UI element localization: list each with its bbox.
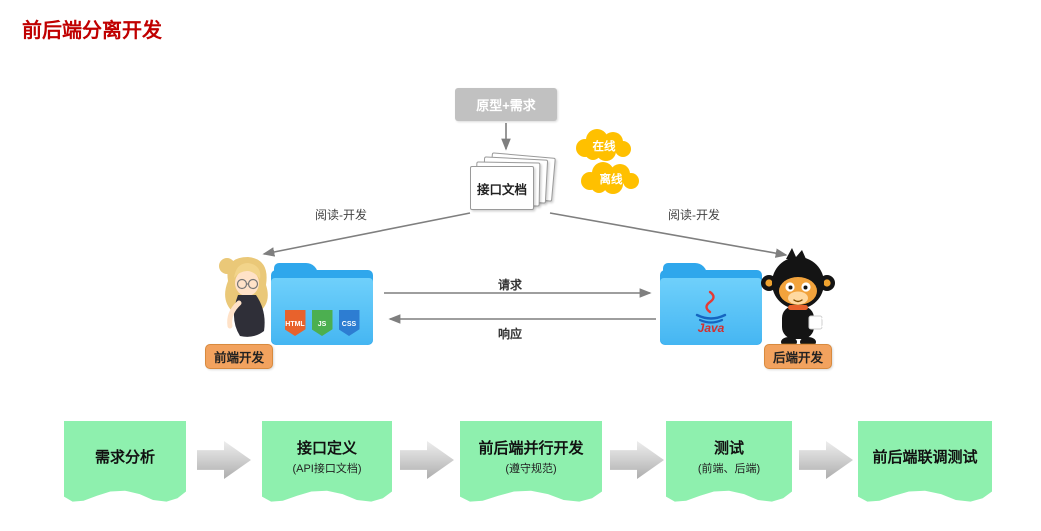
- flow-step-title: 测试: [713, 439, 744, 457]
- flow-step-subtitle: (前端、后端): [697, 462, 761, 475]
- backend-dev-badge: 后端开发: [764, 344, 832, 369]
- prototype-requirements-box: 原型+需求: [455, 88, 557, 121]
- flow-step-parallel-dev: 前后端并行开发 (遵守规范): [460, 421, 602, 502]
- cloud-offline-label: 离线: [600, 172, 623, 186]
- page-title: 前后端分离开发: [22, 20, 162, 42]
- flow-step-subtitle: (API接口文档): [292, 462, 362, 475]
- read-dev-right-label: 阅读-开发: [668, 208, 720, 222]
- request-label: 请求: [497, 278, 522, 292]
- folder-front: HTML JS CSS: [271, 278, 373, 345]
- response-label: 响应: [497, 327, 522, 341]
- flow-step-requirements: 需求分析: [64, 421, 186, 502]
- html5-icon: HTML: [284, 310, 306, 336]
- js-icon: JS: [311, 310, 333, 336]
- flow-arrow-icon: [799, 441, 853, 479]
- api-doc-stack: 接口文档: [470, 152, 558, 215]
- api-doc-front-sheet: 接口文档: [470, 166, 534, 210]
- flow-step-joint-testing: 前后端联调测试: [858, 421, 992, 502]
- java-logo-icon: Java: [695, 290, 727, 335]
- flow-arrow-icon: [400, 441, 454, 479]
- flow-arrow-icon: [197, 441, 251, 479]
- flow-step-subtitle: (遵守规范): [505, 462, 557, 475]
- prototype-requirements-label: 原型+需求: [476, 98, 536, 113]
- cloud-online-icon: 在线: [576, 129, 631, 161]
- flow-step-testing: 测试 (前端、后端): [666, 421, 792, 502]
- flow-step-title: 需求分析: [94, 448, 155, 466]
- backend-developer-avatar: [761, 248, 835, 347]
- folder-front: Java: [660, 278, 762, 345]
- flow-step-title: 接口定义: [296, 439, 357, 457]
- backend-folder-icon: Java: [660, 263, 762, 345]
- flow-step-title: 前后端联调测试: [872, 448, 978, 466]
- frontend-dev-badge: 前端开发: [205, 344, 273, 369]
- flow-arrow-icon: [610, 441, 664, 479]
- frontend-developer-avatar: [219, 257, 268, 337]
- java-logo-label: Java: [698, 321, 725, 335]
- read-dev-left-label: 阅读-开发: [315, 208, 367, 222]
- cloud-online-label: 在线: [593, 139, 616, 153]
- css3-icon: CSS: [338, 310, 360, 336]
- api-doc-label: 接口文档: [476, 182, 527, 197]
- cloud-offline-icon: 离线: [581, 162, 639, 194]
- frontend-folder-icon: HTML JS CSS: [271, 263, 373, 345]
- flow-step-api-definition: 接口定义 (API接口文档): [262, 421, 392, 502]
- flow-step-title: 前后端并行开发: [478, 439, 584, 457]
